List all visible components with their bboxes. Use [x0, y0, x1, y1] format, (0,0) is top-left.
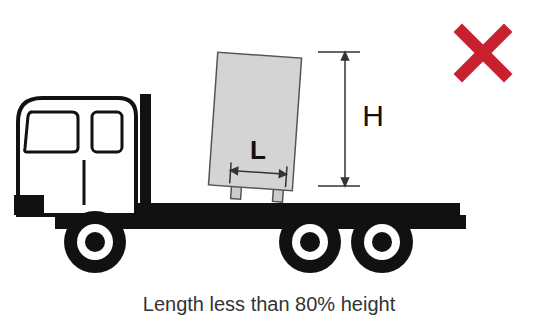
dimension-label: H — [362, 99, 384, 133]
wheel — [64, 211, 126, 273]
dimension-label: L — [250, 135, 266, 166]
bumper — [14, 195, 44, 215]
box-body — [208, 52, 301, 191]
caption: Length less than 80% height — [143, 293, 395, 316]
headboard-post — [140, 94, 151, 206]
red-cross — [462, 32, 504, 74]
wheel — [351, 211, 413, 273]
rear-step — [452, 215, 466, 229]
cab-side-window — [92, 112, 122, 152]
height-dimension — [318, 52, 360, 186]
length-dimension — [230, 162, 287, 187]
cab-door-line — [83, 160, 86, 205]
wheel — [279, 211, 341, 273]
cargo-box — [208, 52, 302, 203]
cab-front-window — [25, 112, 78, 152]
